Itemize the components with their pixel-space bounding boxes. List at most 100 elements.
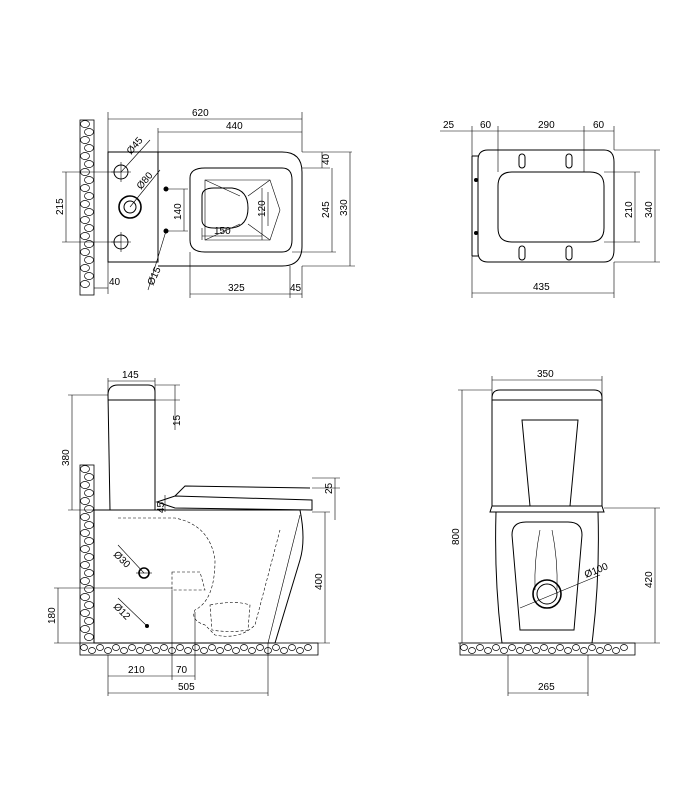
- top-view-wall: [79, 119, 95, 296]
- front-dim-420: 420: [644, 571, 655, 588]
- pebble-hatch: [84, 208, 94, 216]
- pebble-hatch: [80, 264, 90, 272]
- pebble-hatch: [144, 644, 152, 651]
- pebble-hatch: [224, 644, 232, 651]
- pebble-hatch: [176, 644, 184, 651]
- pebble-hatch: [84, 537, 94, 545]
- seat-hinge-edge: [471, 155, 478, 257]
- pebble-hatch: [508, 644, 516, 651]
- side-dim-15: 15: [172, 414, 183, 426]
- dim-45-front: 45: [290, 283, 302, 294]
- side-dim-25: 25: [324, 482, 335, 494]
- pebble-hatch: [572, 644, 580, 651]
- pebble-hatch: [564, 647, 572, 654]
- dim-440: 440: [226, 121, 243, 132]
- seat-dim-25: 25: [443, 120, 455, 131]
- pebble-hatch: [80, 513, 90, 521]
- side-body-front-edge: [267, 514, 301, 644]
- side-view-wall: [79, 464, 95, 646]
- side-dim-70: 70: [176, 665, 188, 676]
- pebble-hatch: [84, 553, 94, 561]
- seat-hinge-2: [474, 231, 478, 235]
- front-dim-265: 265: [538, 682, 555, 693]
- side-dim-180: 180: [47, 607, 58, 624]
- pebble-hatch: [272, 644, 280, 651]
- pebble-hatch: [484, 647, 492, 654]
- pebble-hatch: [84, 240, 94, 248]
- top-flush-valve-outer: [118, 195, 142, 219]
- pebble-hatch: [80, 497, 90, 505]
- seat-dim-60-left: 60: [480, 120, 492, 131]
- side-water: [209, 602, 251, 632]
- side-view-floor: [79, 642, 319, 656]
- pebble-hatch: [532, 647, 540, 654]
- side-dim-210: 210: [128, 665, 145, 676]
- side-dim-145: 145: [122, 370, 139, 381]
- pebble-hatch: [240, 644, 248, 651]
- pebble-hatch: [476, 644, 484, 651]
- dim-dia-80: Ø80: [135, 170, 156, 192]
- pebble-hatch: [80, 593, 90, 601]
- side-dim-505: 505: [178, 682, 195, 693]
- seat-outer: [477, 149, 615, 263]
- pebble-hatch: [208, 644, 216, 651]
- side-dim-dia-12: Ø12: [111, 601, 132, 622]
- front-body-inner: [511, 521, 583, 631]
- seat-view: 25 60 290 60 210 340 435: [440, 120, 660, 298]
- dim-245: 245: [321, 201, 332, 218]
- front-dim-350: 350: [537, 369, 554, 380]
- pebble-hatch: [80, 200, 90, 208]
- pebble-hatch: [500, 647, 508, 654]
- pebble-hatch: [296, 647, 304, 654]
- pebble-hatch: [80, 465, 90, 473]
- pebble-hatch: [84, 633, 94, 641]
- pebble-hatch: [256, 644, 264, 651]
- top-bowl-outline: [189, 167, 293, 253]
- side-trap: [118, 517, 281, 637]
- seat-pad-br: [565, 245, 573, 261]
- pebble-hatch: [120, 647, 128, 654]
- pebble-hatch: [84, 569, 94, 577]
- pebble-hatch: [84, 224, 94, 232]
- pebble-hatch: [84, 521, 94, 529]
- pebble-hatch: [80, 529, 90, 537]
- pebble-hatch: [128, 644, 136, 651]
- front-outlet-outer: [532, 579, 562, 609]
- pebble-hatch: [84, 256, 94, 264]
- pebble-hatch: [200, 647, 208, 654]
- pebble-hatch: [104, 647, 112, 654]
- front-outlet-leader: [519, 574, 601, 609]
- side-dim-400: 400: [314, 573, 325, 590]
- seat-dim-60-right: 60: [593, 120, 605, 131]
- pebble-hatch: [96, 644, 104, 651]
- pebble-hatch: [604, 644, 612, 651]
- top-bowl-inner: [204, 179, 281, 241]
- pebble-hatch: [84, 617, 94, 625]
- side-body: [93, 509, 304, 644]
- front-dim-dia-100: Ø100: [583, 561, 610, 581]
- pebble-hatch: [80, 280, 90, 288]
- side-seat: [155, 495, 313, 511]
- pebble-hatch: [80, 216, 90, 224]
- pebble-hatch: [84, 128, 94, 136]
- dim-330: 330: [339, 199, 350, 216]
- front-tank: [491, 389, 603, 507]
- side-tank: [107, 384, 156, 511]
- seat-dim-435: 435: [533, 282, 550, 293]
- dim-150: 150: [214, 226, 231, 237]
- pebble-hatch: [80, 232, 90, 240]
- pebble-hatch: [84, 176, 94, 184]
- dim-40-right: 40: [321, 153, 332, 165]
- front-seat: [489, 505, 605, 513]
- top-body-outline: [158, 151, 303, 267]
- dim-325: 325: [228, 283, 245, 294]
- pebble-hatch: [192, 644, 200, 651]
- dim-215: 215: [55, 198, 66, 215]
- pebble-hatch: [136, 647, 144, 654]
- pebble-hatch: [548, 647, 556, 654]
- dim-140: 140: [173, 203, 184, 220]
- pebble-hatch: [80, 577, 90, 585]
- pebble-hatch: [88, 647, 96, 654]
- pebble-hatch: [80, 184, 90, 192]
